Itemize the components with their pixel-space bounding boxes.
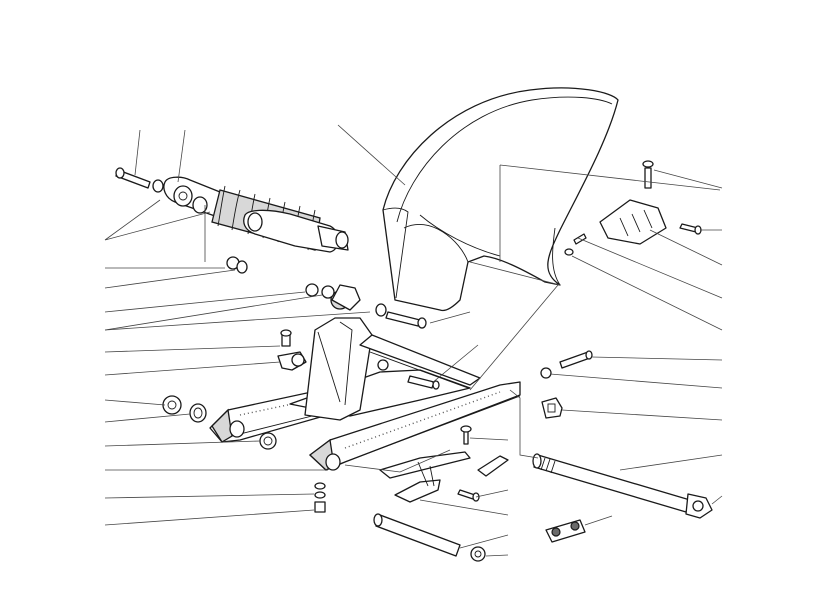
shock-lower-bolt[interactable] xyxy=(385,311,427,329)
chain-slider-bolt[interactable] xyxy=(314,482,326,513)
chain-adjuster[interactable] xyxy=(540,350,593,419)
chain-master-link[interactable] xyxy=(545,519,586,543)
rear-bracket[interactable] xyxy=(564,160,702,256)
shock-spacers[interactable] xyxy=(226,256,387,317)
rear-shock-absorber[interactable] xyxy=(163,176,349,253)
rear-axle[interactable] xyxy=(532,453,713,519)
chain-guard-bolts[interactable] xyxy=(457,425,480,502)
swingarm[interactable] xyxy=(209,284,521,471)
pivot-bushings[interactable] xyxy=(162,395,277,450)
chain-guard[interactable] xyxy=(379,451,471,503)
swingarm-pivot-shaft[interactable] xyxy=(373,513,486,562)
retaining-clip[interactable] xyxy=(477,455,509,477)
rebound-adjuster[interactable] xyxy=(277,329,307,371)
rear-fender[interactable] xyxy=(382,87,619,312)
shock-upper-bolt[interactable] xyxy=(115,167,164,193)
fender-mount-bolt[interactable] xyxy=(407,375,440,390)
leader-lines xyxy=(104,124,723,557)
